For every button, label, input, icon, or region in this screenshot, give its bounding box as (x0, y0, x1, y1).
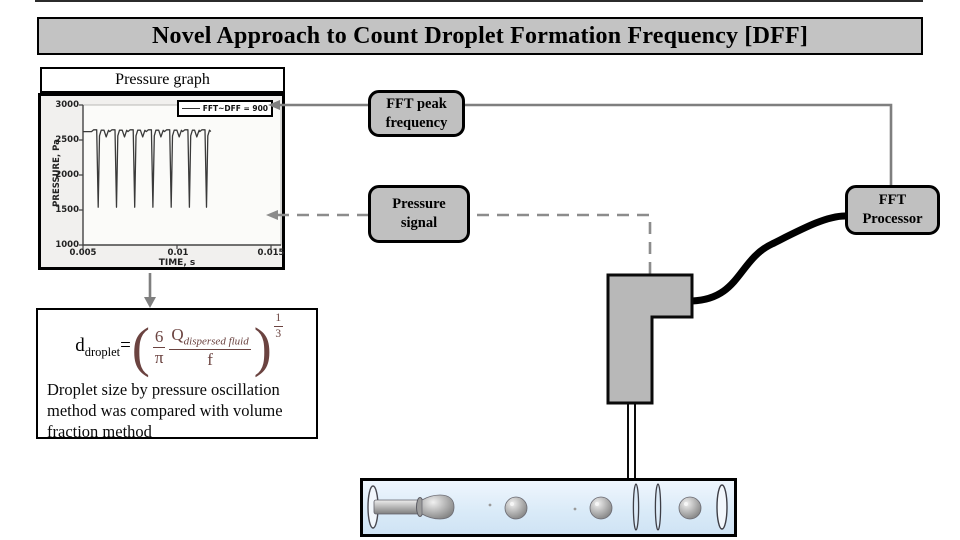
ytick-2000: 2000 (55, 170, 79, 180)
legend-label: FFT~DFF = 900 (202, 104, 268, 113)
channel-contents (367, 483, 728, 531)
droplet-highlight (510, 502, 514, 506)
sensor-cable (688, 212, 849, 305)
ytick-3000: 3000 (55, 100, 79, 110)
microfluidic-channel (360, 478, 737, 537)
equation-caption: Droplet size by pressure oscillation met… (47, 380, 283, 441)
outlet-ring (716, 484, 728, 530)
x-axis-label: TIME, s (158, 258, 196, 268)
arrowhead-to-equation (144, 297, 156, 308)
satellite-droplet (488, 503, 492, 507)
sensing-membrane (632, 483, 640, 531)
droplet-size-equation-box: ddroplet= ( 6 π Qdispersed fluid f ) 1 3… (36, 308, 318, 441)
pressure-signal-label-line2: signal (400, 215, 438, 231)
pressure-waveform (83, 129, 212, 208)
fft-peak-frequency-label-line2: frequency (385, 114, 448, 131)
sensing-membrane (654, 483, 662, 531)
equation-lhs: ddroplet= (75, 334, 131, 359)
plot-area (82, 104, 282, 246)
pressure-signal-label-line1: Pressure (392, 196, 446, 213)
y-axis-label: PRESSURE, Pa (52, 139, 62, 207)
exponent-one-third: 1 3 (273, 312, 283, 340)
fft-processor-box: FFT Processor (845, 185, 940, 235)
plot-legend: FFT~DFF = 900 (177, 100, 273, 117)
ytick-1500: 1500 (55, 205, 79, 215)
axis-tick-marks (79, 104, 272, 249)
pressure-signal-box: Pressure signal (368, 185, 470, 243)
satellite-droplet (573, 507, 577, 511)
xtick-001: 0.01 (167, 248, 189, 258)
droplet (678, 496, 702, 520)
droplet-size-equation: ddroplet= ( 6 π Qdispersed fluid f ) 1 3 (75, 312, 283, 378)
pressure-sensor-body (606, 273, 694, 405)
fraction-q-over-f: Qdispersed fluid f (169, 324, 251, 369)
page-title: Novel Approach to Count Droplet Formatio… (151, 22, 809, 49)
droplet (504, 496, 528, 520)
title-banner: Novel Approach to Count Droplet Formatio… (37, 17, 923, 55)
fft-processor-label-line2: Processor (862, 211, 923, 227)
pressure-plot (79, 104, 282, 249)
droplet-highlight (684, 502, 688, 506)
inlet-tube (373, 499, 421, 515)
xtick-0015: 0.015 (257, 248, 285, 258)
pressure-graph-title: Pressure graph (115, 71, 210, 88)
fraction-6-over-pi: 6 π (152, 326, 166, 367)
pressure-graph-panel: 3000 2500 2000 1500 1000 0.005 0.01 0.01… (38, 93, 285, 270)
legend-line-sample (182, 108, 200, 109)
fft-peak-frequency-label-line1: FFT peak (386, 95, 447, 112)
figure-top-border (35, 0, 923, 2)
ytick-2500: 2500 (55, 135, 79, 145)
fft-peak-frequency-box: FFT peak frequency (368, 90, 465, 137)
xtick-0005: 0.005 (69, 248, 97, 258)
pressure-graph-title-box: Pressure graph (40, 67, 285, 93)
ytick-1000: 1000 (55, 240, 79, 250)
forming-droplet (421, 494, 455, 520)
fft-processor-label-line1: FFT (878, 192, 907, 209)
droplet (589, 496, 613, 520)
droplet-highlight (595, 502, 599, 506)
